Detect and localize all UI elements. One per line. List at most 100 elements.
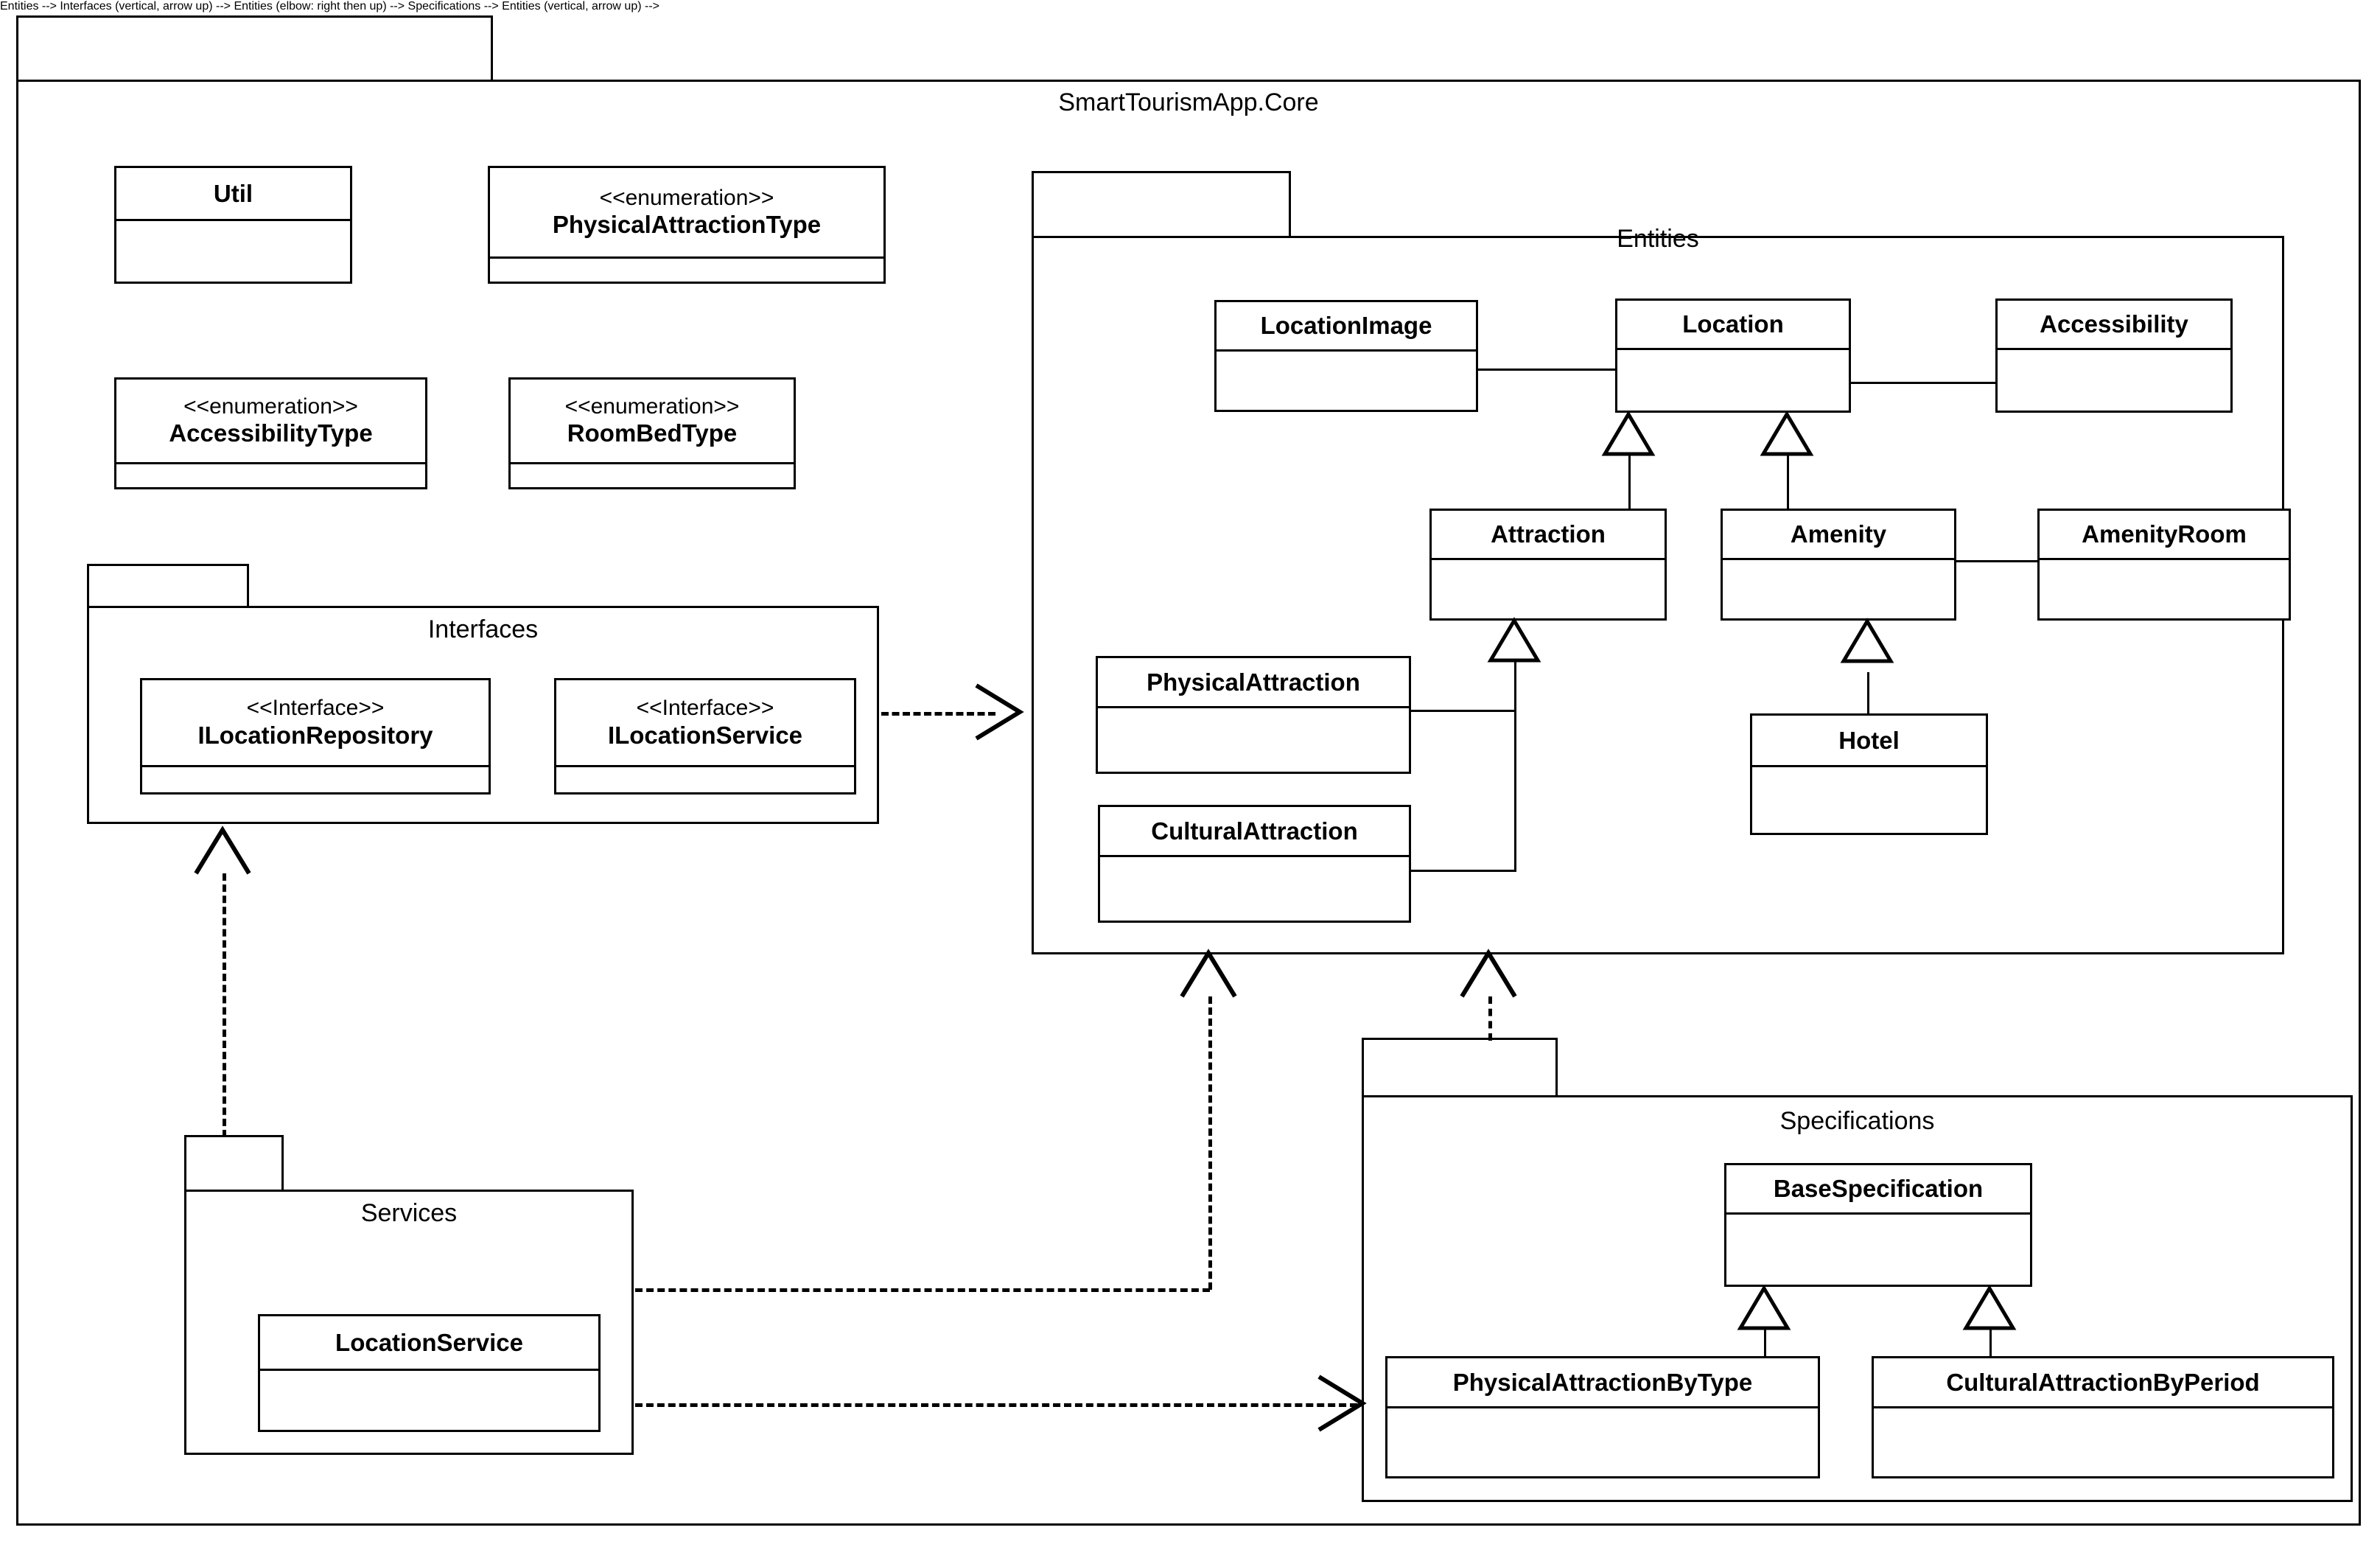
class-name-amenity: Amenity: [1790, 520, 1887, 548]
class-attributes-attraction: [1432, 560, 1665, 618]
class-attributes-location: [1617, 350, 1849, 411]
class-attributes-base-specification: [1726, 1215, 2030, 1285]
class-name-ilocation-repository: ILocationRepository: [197, 721, 433, 749]
package-title-root: SmartTourismApp.Core: [1058, 88, 1319, 116]
class-header-physical-attraction-by-type: PhysicalAttractionByType: [1387, 1358, 1818, 1408]
class-attributes-accessibility: [1998, 350, 2230, 411]
dep-services-entities-v: [1208, 996, 1212, 1290]
gen-stem-amenity-location: [1787, 451, 1789, 510]
class-header-room-bed-type: <<enumeration>> RoomBedType: [511, 380, 794, 464]
class-physical-attraction[interactable]: PhysicalAttraction: [1096, 656, 1411, 774]
class-attributes-amenity: [1723, 560, 1954, 618]
class-physical-attraction-by-type[interactable]: PhysicalAttractionByType: [1385, 1356, 1820, 1478]
class-header-location-service: LocationService: [260, 1316, 598, 1371]
class-name-cultural-attraction-by-period: CulturalAttractionByPeriod: [1946, 1368, 2260, 1396]
class-attributes-hotel: [1752, 767, 1986, 833]
gen-stem-cultural-by-period: [1989, 1327, 1992, 1358]
class-header-physical-attraction: PhysicalAttraction: [1098, 658, 1409, 708]
class-header-util: Util: [116, 168, 350, 221]
class-base-specification[interactable]: BaseSpecification: [1724, 1163, 2032, 1287]
class-attributes-location-service: [260, 1371, 598, 1430]
package-title-interfaces: Interfaces: [427, 615, 539, 643]
class-attributes-cultural-attraction-by-period: [1874, 1408, 2332, 1476]
class-name-location: Location: [1682, 310, 1784, 338]
class-name-base-specification: BaseSpecification: [1773, 1175, 1984, 1203]
class-header-cultural-attraction: CulturalAttraction: [1100, 807, 1409, 857]
stereotype-enumeration: <<enumeration>>: [564, 394, 740, 419]
class-attributes-physical-attraction-by-type: [1387, 1408, 1818, 1476]
class-name-room-bed-type: RoomBedType: [567, 419, 738, 447]
class-attributes-ilocation-repository: [142, 767, 489, 792]
package-tab-entities: [1032, 171, 1291, 239]
class-name-util: Util: [213, 179, 253, 207]
class-cultural-attraction[interactable]: CulturalAttraction: [1098, 805, 1411, 923]
class-ilocation-repository[interactable]: <<Interface>> ILocationRepository: [140, 678, 491, 795]
gen-stem-attraction-location: [1628, 451, 1631, 510]
class-attributes-accessibility-type: [116, 464, 425, 487]
class-header-accessibility: Accessibility: [1998, 301, 2230, 350]
class-attributes-ilocation-service: [556, 767, 854, 792]
gen-branch-physical-attraction: [1410, 710, 1516, 712]
class-name-ilocation-service: ILocationService: [607, 721, 803, 749]
package-tab-specifications: [1362, 1038, 1558, 1098]
class-header-ilocation-service: <<Interface>> ILocationService: [556, 680, 854, 767]
dep-interfaces-entities: [881, 712, 995, 716]
class-location[interactable]: Location: [1615, 298, 1851, 413]
class-name-physical-attraction-by-type: PhysicalAttractionByType: [1452, 1368, 1753, 1396]
class-name-hotel: Hotel: [1838, 726, 1900, 754]
package-title-specifications: Specifications: [1779, 1107, 1935, 1135]
class-attributes-physical-attraction: [1098, 708, 1409, 772]
assoc-amenity-amenity-room: [1955, 560, 2039, 562]
class-attraction[interactable]: Attraction: [1429, 509, 1667, 621]
gen-branch-cultural-attraction: [1410, 870, 1516, 872]
class-header-amenity-room: AmenityRoom: [2040, 511, 2289, 560]
class-name-accessibility: Accessibility: [2040, 310, 2188, 338]
gen-stem-hotel-amenity: [1867, 672, 1869, 715]
class-ilocation-service[interactable]: <<Interface>> ILocationService: [554, 678, 856, 795]
assoc-location-image-location: [1477, 369, 1617, 371]
class-attributes-location-image: [1217, 352, 1476, 410]
package-tab-services: [184, 1135, 284, 1192]
class-header-physical-attraction-type: <<enumeration>> PhysicalAttractionType: [490, 168, 883, 259]
class-cultural-attraction-by-period[interactable]: CulturalAttractionByPeriod: [1872, 1356, 2334, 1478]
class-header-base-specification: BaseSpecification: [1726, 1165, 2030, 1215]
class-header-cultural-attraction-by-period: CulturalAttractionByPeriod: [1874, 1358, 2332, 1408]
class-attributes-physical-attraction-type: [490, 259, 883, 282]
stereotype-enumeration: <<enumeration>>: [183, 394, 358, 419]
class-location-image[interactable]: LocationImage: [1214, 300, 1478, 412]
dep-services-specifications: [635, 1403, 1357, 1407]
class-attributes-cultural-attraction: [1100, 857, 1409, 921]
class-name-cultural-attraction: CulturalAttraction: [1151, 817, 1358, 845]
package-title-services: Services: [360, 1199, 458, 1227]
class-name-location-service: LocationService: [335, 1328, 523, 1356]
class-name-location-image: LocationImage: [1260, 312, 1432, 340]
class-location-service[interactable]: LocationService: [258, 1314, 601, 1432]
stereotype-enumeration: <<enumeration>>: [599, 185, 774, 210]
class-attributes-util: [116, 221, 350, 282]
assoc-location-accessibility: [1849, 382, 1997, 384]
class-hotel[interactable]: Hotel: [1750, 713, 1988, 835]
class-amenity[interactable]: Amenity: [1721, 509, 1956, 621]
package-title-entities: Entities: [1617, 225, 1699, 253]
class-accessibility[interactable]: Accessibility: [1995, 298, 2233, 413]
dep-specifications-entities-line: [1488, 996, 1492, 1041]
class-header-accessibility-type: <<enumeration>> AccessibilityType: [116, 380, 425, 464]
class-header-amenity: Amenity: [1723, 511, 1954, 560]
class-attributes-room-bed-type: [511, 464, 794, 487]
class-name-amenity-room: AmenityRoom: [2082, 520, 2247, 548]
class-header-attraction: Attraction: [1432, 511, 1665, 560]
stereotype-interface: <<Interface>>: [636, 696, 774, 721]
class-physical-attraction-type[interactable]: <<enumeration>> PhysicalAttractionType: [488, 166, 886, 284]
class-util[interactable]: Util: [114, 166, 352, 284]
package-tab-interfaces: [87, 564, 249, 608]
class-header-location-image: LocationImage: [1217, 302, 1476, 352]
dep-services-interfaces: [223, 873, 226, 1137]
gen-stem-attractions-shared: [1514, 635, 1516, 871]
class-amenity-room[interactable]: AmenityRoom: [2037, 509, 2291, 621]
class-accessibility-type[interactable]: <<enumeration>> AccessibilityType: [114, 377, 427, 489]
class-room-bed-type[interactable]: <<enumeration>> RoomBedType: [508, 377, 796, 489]
class-header-location: Location: [1617, 301, 1849, 350]
class-header-ilocation-repository: <<Interface>> ILocationRepository: [142, 680, 489, 767]
class-name-physical-attraction-type: PhysicalAttractionType: [552, 211, 822, 239]
